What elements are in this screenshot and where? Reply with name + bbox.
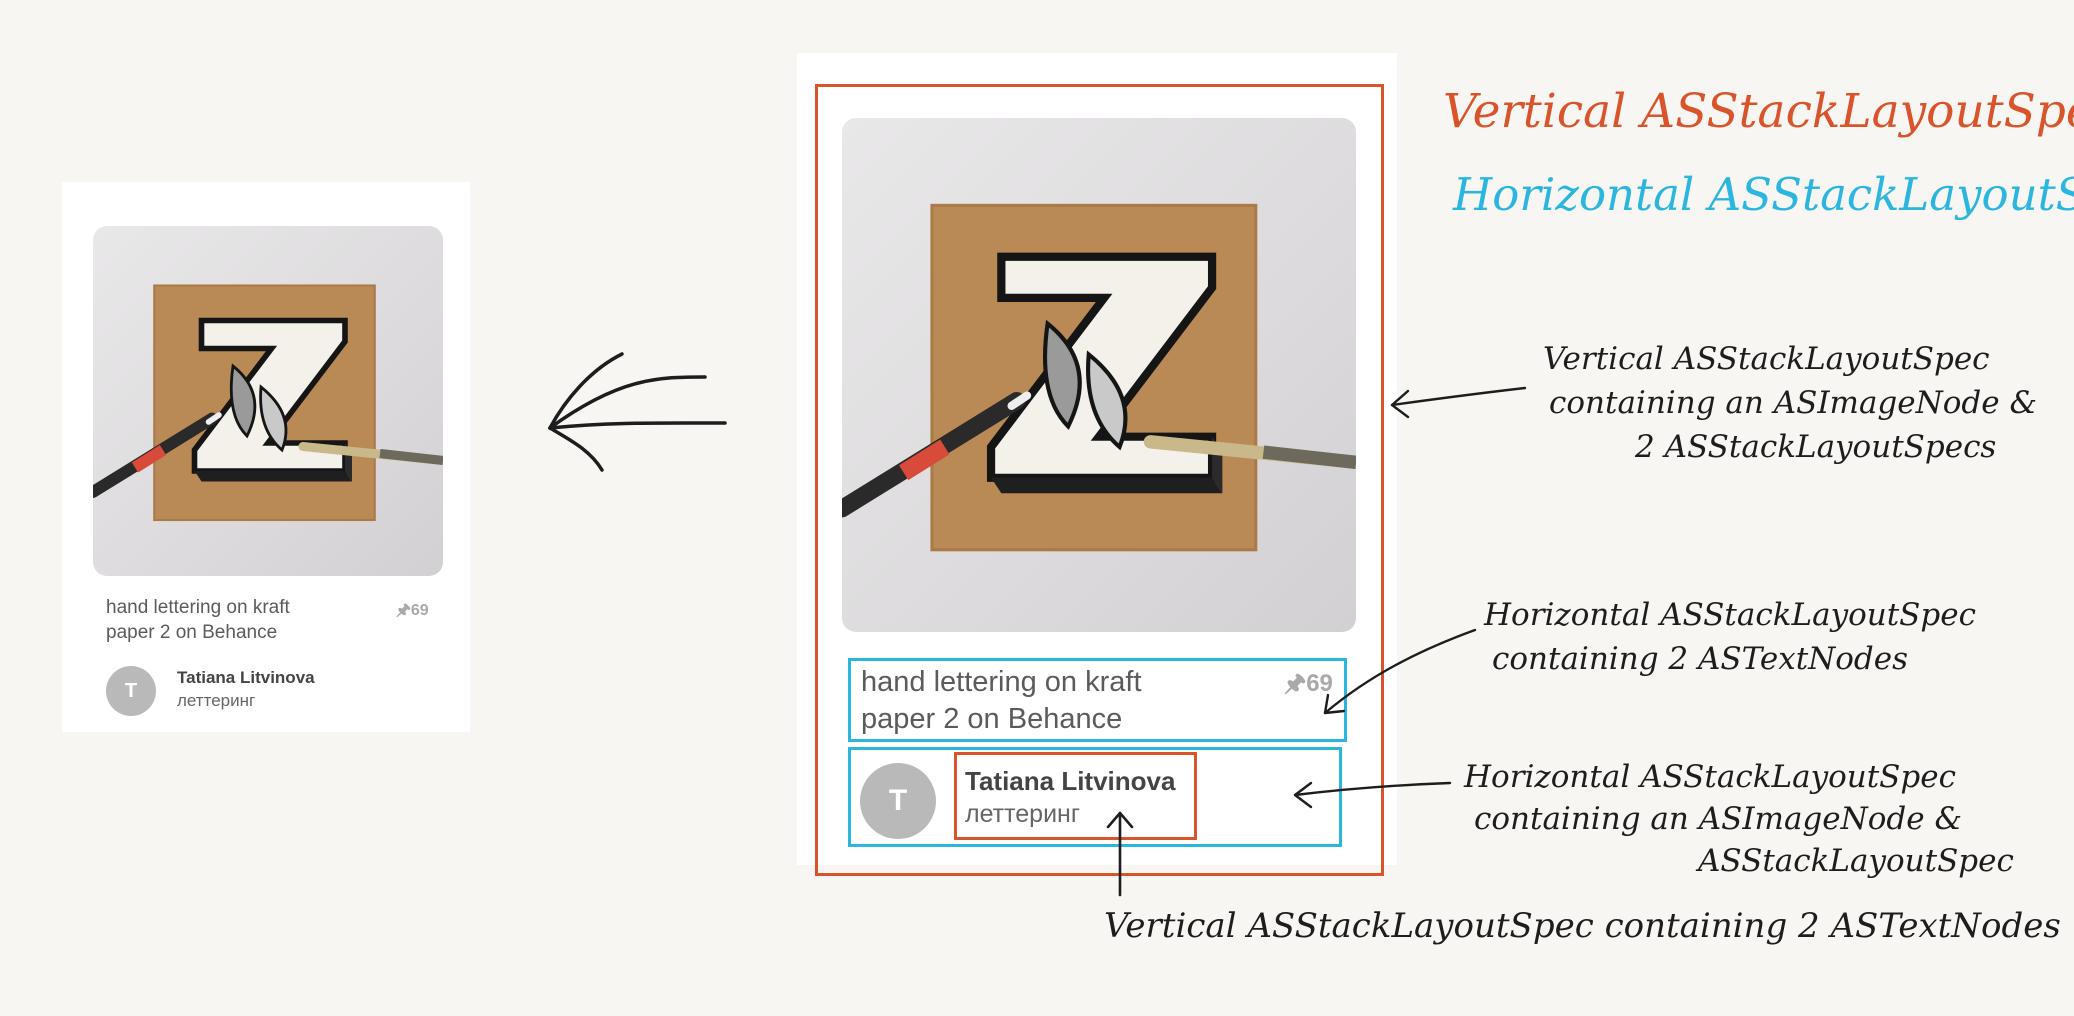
annotation-2-line-1: Horizontal ASStackLayoutSpec <box>1484 597 1976 633</box>
author-vertical-stack-box <box>954 752 1197 840</box>
annotation-1-line-1: Vertical ASStackLayoutSpec <box>1543 341 1990 377</box>
annotation-3-line-1: Horizontal ASStackLayoutSpec <box>1464 759 1956 795</box>
annotation-author-horizontal: Horizontal ASStackLayoutSpec containing … <box>1464 756 2014 882</box>
annotated-board-name: леттеринг <box>965 800 1080 828</box>
rendered-pin-card[interactable]: hand lettering on kraft paper 2 on Behan… <box>62 182 470 732</box>
avatar-letter: T <box>124 679 138 702</box>
pin-count: 🖈︎69 <box>396 599 429 626</box>
annotated-author-name: Tatiana Litvinova <box>965 766 1176 796</box>
pin-title-line-1: hand lettering on kraft <box>106 597 290 618</box>
pin-title-line-2: paper 2 on Behance <box>106 621 278 643</box>
lettering-z-illustration-large <box>842 203 1356 552</box>
arrow-to-inner-vertical-box <box>1106 811 1134 897</box>
author-horizontal-stack-box <box>848 747 1342 847</box>
pin-title: hand lettering on kraft paper 2 on Behan… <box>106 596 346 645</box>
lettering-z-illustration <box>93 284 443 522</box>
annotation-title-horizontal: Horizontal ASStackLayoutSpec containing … <box>1484 593 1976 681</box>
annotated-title-line-2: paper 2 on Behance <box>861 703 1123 735</box>
avatar[interactable]: T <box>106 666 156 716</box>
big-left-arrow <box>548 352 727 472</box>
annotation-3-line-3: ASStackLayoutSpec <box>1698 843 2014 879</box>
annotated-pin-image <box>842 118 1356 632</box>
arrow-to-title-box <box>1323 628 1477 715</box>
board-name[interactable]: леттеринг <box>177 691 256 710</box>
legend-horizontal: Horizontal ASStackLayoutSpec <box>1453 168 2074 221</box>
annotation-2-line-2: containing 2 ASTextNodes <box>1492 641 1909 677</box>
annotated-avatar-letter: T <box>888 784 908 817</box>
arrow-to-author-box <box>1293 781 1452 809</box>
annotated-pin-count-value: 69 <box>1306 670 1333 697</box>
outer-vertical-stack-box <box>815 84 1384 876</box>
annotation-1-line-3: 2 ASStackLayoutSpecs <box>1635 429 1997 465</box>
annotated-title-line-1: hand lettering on kraft <box>861 666 1142 698</box>
annotation-inner-vertical: Vertical ASStackLayoutSpec containing 2 … <box>1104 906 2061 946</box>
pin-icon: 🖈︎ <box>396 602 411 619</box>
annotation-outer-vertical: Vertical ASStackLayoutSpec containing an… <box>1543 337 2037 469</box>
title-horizontal-stack-box <box>848 658 1347 742</box>
annotated-pin-count: 🖈︎69 <box>1284 666 1333 707</box>
pin-image[interactable] <box>93 226 443 576</box>
arrow-to-outer-box <box>1390 386 1527 419</box>
pin-count-value: 69 <box>410 602 429 619</box>
annotated-pin-title: hand lettering on kraft paper 2 on Behan… <box>861 664 1241 738</box>
legend-vertical: Vertical ASStackLayoutSpec <box>1443 84 2074 139</box>
annotated-pin-icon: 🖈︎ <box>1284 670 1307 697</box>
author-name[interactable]: Tatiana Litvinova <box>177 668 315 687</box>
annotation-1-line-2: containing an ASImageNode & <box>1549 385 2038 421</box>
annotation-3-line-2: containing an ASImageNode & <box>1474 801 1963 837</box>
annotated-avatar: T <box>860 763 936 839</box>
